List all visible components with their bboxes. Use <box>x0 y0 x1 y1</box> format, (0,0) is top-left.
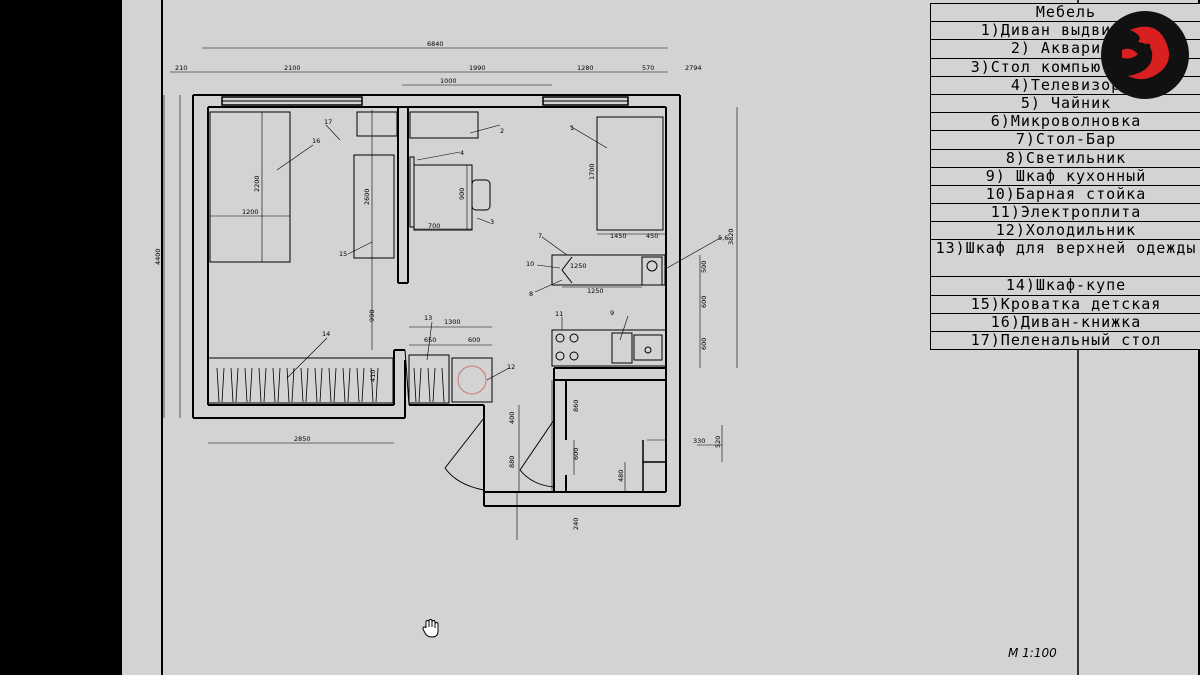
label-7: 7 <box>538 232 542 240</box>
sofa-16 <box>209 111 291 263</box>
wardrobe-hatching <box>216 367 445 403</box>
dim-1990: 1990 <box>469 64 486 72</box>
legend-item: 9) Шкаф кухонный <box>931 168 1200 186</box>
scale-label: М 1:100 <box>1008 646 1057 660</box>
tv-4 <box>409 156 415 228</box>
dim-1250b: 1250 <box>587 287 604 295</box>
legend-item: 14)Шкаф-купе <box>931 277 1200 296</box>
legend-item: 15)Кроватка детская <box>931 296 1200 314</box>
wardrobe-13 <box>408 354 450 404</box>
dim-500: 500 <box>700 261 708 273</box>
dim-1700: 1700 <box>588 163 596 180</box>
walls <box>192 94 681 507</box>
dim-600d: 600 <box>572 448 580 460</box>
legend-item: 13)Шкаф для верхней одежды <box>931 240 1200 278</box>
floor-plan: 6840 210 2100 1990 1280 570 2794 1000 44… <box>154 0 1079 675</box>
dim-880: 880 <box>508 456 516 468</box>
dim-410: 410 <box>369 370 377 382</box>
dim-570: 570 <box>642 64 654 72</box>
dim-2200: 2200 <box>253 175 261 192</box>
legend-item: 12)Холодильник <box>931 222 1200 241</box>
legend-item: 4)Телевизор <box>931 77 1200 95</box>
channel-logo-icon <box>1101 11 1189 99</box>
dim-400: 400 <box>508 412 516 424</box>
dim-330: 330 <box>693 437 705 445</box>
dim-6840: 6840 <box>427 40 444 48</box>
label-3: 3 <box>490 218 494 226</box>
label-11: 11 <box>555 310 563 318</box>
windows <box>221 96 629 106</box>
label-1: 1 <box>570 124 574 132</box>
label-9: 9 <box>610 309 614 317</box>
dim-520: 520 <box>714 436 722 448</box>
wardrobe-14 <box>207 357 394 404</box>
legend-item: 8)Светильник <box>931 150 1200 168</box>
doors <box>404 349 555 491</box>
legend-item: 5) Чайник <box>931 95 1200 114</box>
furniture <box>207 111 667 404</box>
label-14: 14 <box>322 330 330 338</box>
dim-210: 210 <box>175 64 187 72</box>
fridge-12 <box>451 357 493 403</box>
dim-1300: 1300 <box>444 318 461 326</box>
dim-1450: 1450 <box>610 232 627 240</box>
dim-600a: 600 <box>700 296 708 308</box>
dim-900: 900 <box>458 188 466 200</box>
legend-title: Мебель <box>931 4 1200 23</box>
dimension-lines <box>163 47 738 540</box>
label-16: 16 <box>312 137 320 145</box>
legend-item: 2) Аквариум <box>931 40 1200 59</box>
drawing-sheet: 6840 210 2100 1990 1280 570 2794 1000 44… <box>122 0 1200 675</box>
kitchen-row <box>551 329 667 367</box>
dim-240: 240 <box>572 518 580 530</box>
dim-2850: 2850 <box>294 435 311 443</box>
label-15: 15 <box>339 250 347 258</box>
fridge-circle <box>457 365 487 395</box>
dim-1280: 1280 <box>577 64 594 72</box>
dim-1200: 1200 <box>242 208 259 216</box>
label-10: 10 <box>526 260 534 268</box>
dim-1000: 1000 <box>440 77 457 85</box>
dim-2794: 2794 <box>685 64 702 72</box>
dim-3820: 3820 <box>727 228 735 245</box>
chair <box>471 179 491 211</box>
leader-lines <box>276 124 723 381</box>
label-12: 12 <box>507 363 515 371</box>
sofa-1 <box>596 116 664 231</box>
dim-990: 990 <box>368 310 376 322</box>
legend-item: 11)Электроплита <box>931 204 1200 223</box>
label-17: 17 <box>324 118 332 126</box>
dim-1250a: 1250 <box>570 262 587 270</box>
dim-480: 480 <box>617 470 625 482</box>
hand-cursor-icon <box>422 619 439 638</box>
legend-item: 7)Стол-Бар <box>931 131 1200 150</box>
dim-600b: 600 <box>700 338 708 350</box>
legend-item: 16)Диван-книжка <box>931 314 1200 332</box>
dim-450: 450 <box>646 232 658 240</box>
legend-item: 17)Пеленальный стол <box>970 332 1162 349</box>
dim-2100: 2100 <box>284 64 301 72</box>
dim-860: 860 <box>572 400 580 412</box>
dim-700: 700 <box>428 222 440 230</box>
legend-item: 10)Барная стойка <box>931 186 1200 205</box>
bar-counter-10 <box>551 254 666 286</box>
label-2: 2 <box>500 127 504 135</box>
aquarium-2 <box>409 111 479 139</box>
changing-table-17 <box>356 111 398 137</box>
kettle-5 <box>646 260 658 272</box>
dim-5-6: 5,6 <box>718 234 728 242</box>
legend-item: 6)Микроволновка <box>931 113 1200 132</box>
dim-4400: 4400 <box>154 248 162 265</box>
dim-600c: 600 <box>468 336 480 344</box>
label-8: 8 <box>529 290 533 298</box>
label-4: 4 <box>460 149 464 157</box>
bar-table-7 <box>561 256 573 284</box>
dim-650: 650 <box>424 336 436 344</box>
label-13: 13 <box>424 314 432 322</box>
dim-2600: 2600 <box>363 188 371 205</box>
crib-15 <box>353 154 395 259</box>
